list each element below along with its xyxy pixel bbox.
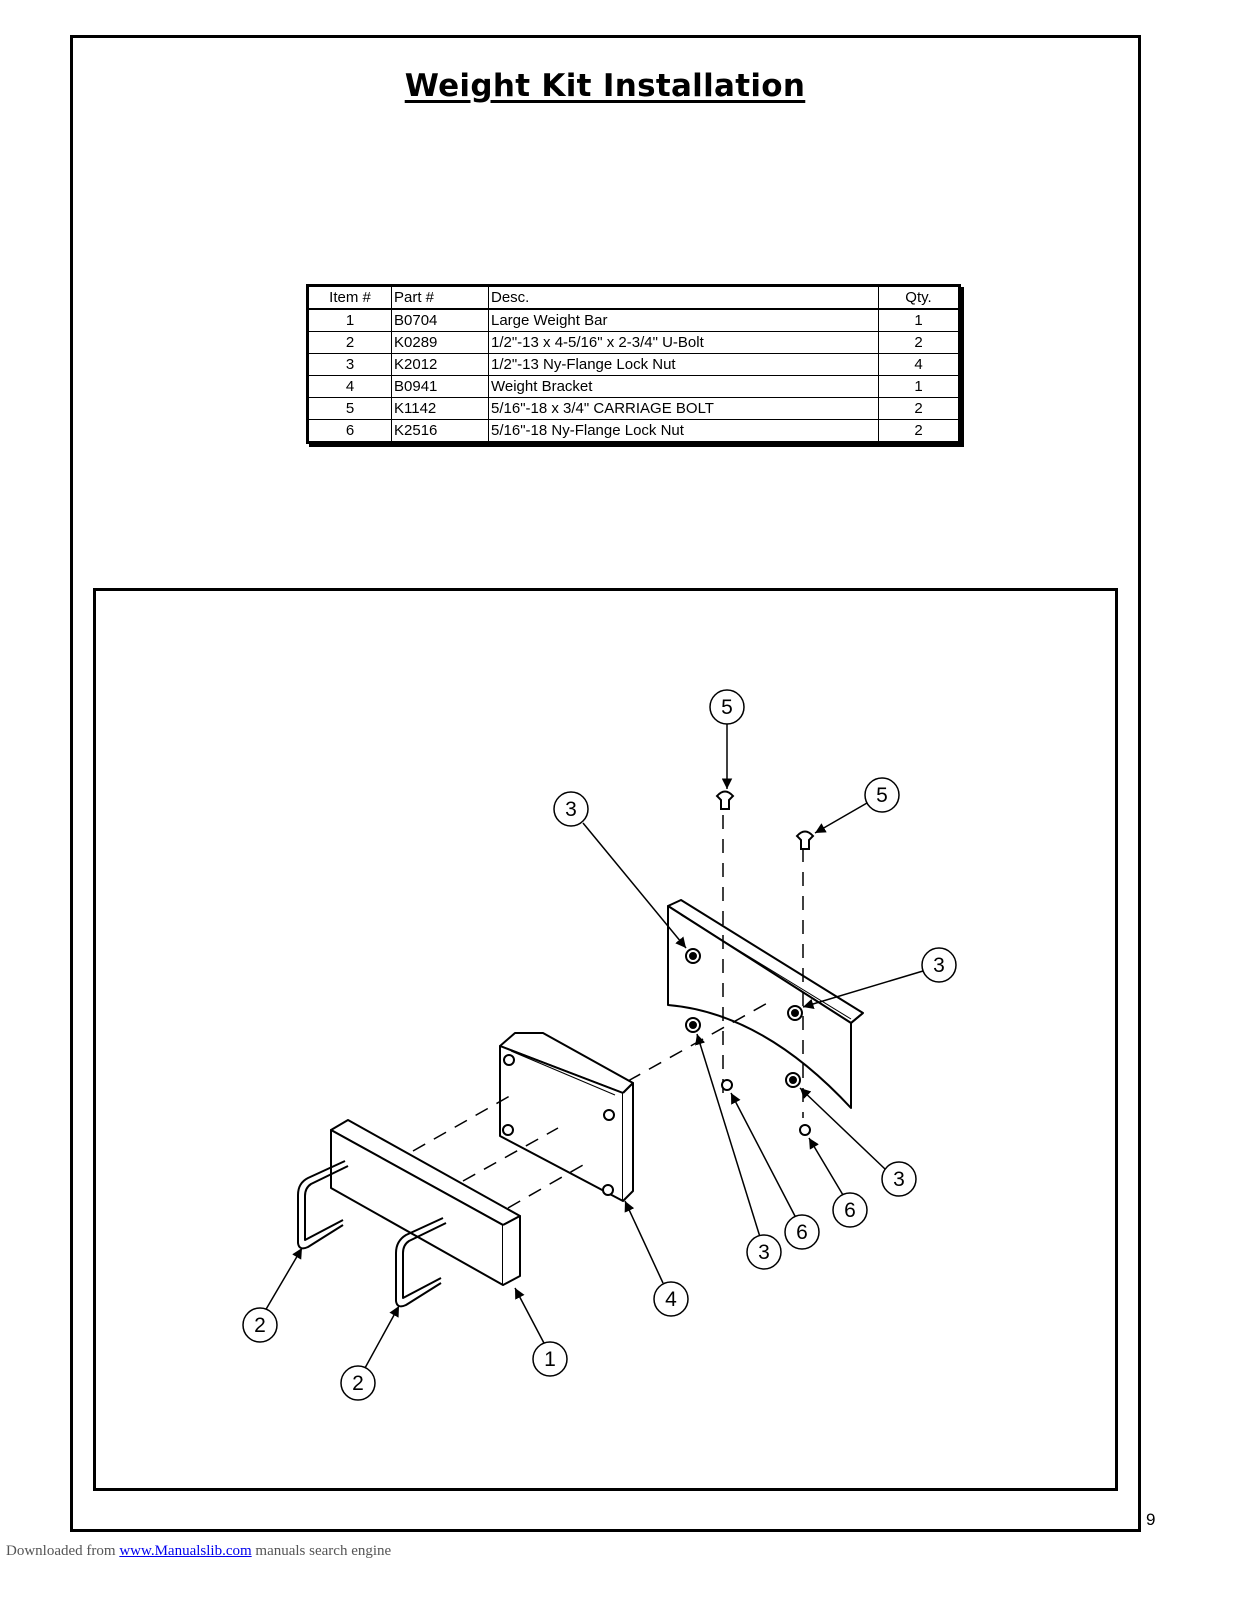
page-border (70, 35, 1141, 1532)
manualslib-link[interactable]: www.Manualslib.com (119, 1543, 252, 1559)
table-row: 4 B0941 Weight Bracket 1 (307, 375, 960, 398)
cell-desc: Large Weight Bar (488, 308, 879, 332)
cell-desc: 1/2"-13 Ny-Flange Lock Nut (488, 353, 879, 376)
callout-circle (653, 1281, 689, 1317)
cell-qty: 1 (878, 375, 960, 398)
callout-label: 4 (665, 1288, 677, 1311)
callout-circle (532, 1341, 568, 1377)
callout-label: 1 (544, 1348, 556, 1371)
callout-circle (242, 1307, 278, 1343)
cell-qty: 4 (878, 353, 960, 376)
cell-part: B0941 (391, 375, 489, 398)
cell-item: 6 (307, 419, 392, 443)
table-header-row: Item # Part # Desc. Qty. (307, 285, 960, 310)
cell-item: 4 (307, 375, 392, 398)
cell-item: 5 (307, 397, 392, 420)
callout-label: 5 (721, 696, 733, 719)
u-bolt-parts (297, 1160, 447, 1308)
callout-label: 2 (352, 1372, 364, 1395)
cell-qty: 2 (878, 419, 960, 443)
callout-circle (921, 947, 957, 983)
cell-qty: 2 (878, 397, 960, 420)
page-number: 9 (1146, 1510, 1156, 1529)
callout-label: 2 (254, 1314, 266, 1337)
cell-item: 3 (307, 353, 392, 376)
callout-circle (553, 791, 589, 827)
footer: Downloaded from www.Manualslib.com manua… (6, 1543, 391, 1560)
parts-table: Item # Part # Desc. Qty. 1 B0704 Large W… (306, 284, 961, 444)
footer-prefix: Downloaded from (6, 1543, 120, 1559)
header-qty: Qty. (878, 285, 960, 310)
cell-desc: 1/2"-13 x 4-5/16" x 2-3/4" U-Bolt (488, 331, 879, 354)
cell-qty: 1 (878, 308, 960, 332)
table-row: 6 K2516 5/16"-18 Ny-Flange Lock Nut 2 (307, 419, 960, 443)
hardware-parts (502, 790, 815, 1196)
callout-circle (864, 777, 900, 813)
callout-circle (881, 1161, 917, 1197)
callout-label: 5 (876, 784, 888, 807)
callout-label: 3 (565, 798, 577, 821)
cell-part: K0289 (391, 331, 489, 354)
callout-circle (784, 1214, 820, 1250)
cell-part: B0704 (391, 308, 489, 332)
header-desc: Desc. (488, 285, 879, 310)
table-row: 3 K2012 1/2"-13 Ny-Flange Lock Nut 4 (307, 353, 960, 376)
cell-part: K2516 (391, 419, 489, 443)
cell-part: K1142 (391, 397, 489, 420)
footer-suffix: manuals search engine (251, 1543, 392, 1559)
exploded-assembly-diagram: 5 5 3 3 3 3 6 6 4 1 2 2 (242, 689, 957, 1401)
diagram-frame: 5 5 3 3 3 3 6 6 4 1 2 2 (93, 588, 1118, 1491)
header-part: Part # (391, 285, 489, 310)
callout-balloons (242, 689, 957, 1401)
callout-label: 3 (933, 954, 945, 977)
callout-circle (709, 689, 745, 725)
callout-label: 6 (796, 1221, 808, 1244)
header-item: Item # (307, 285, 392, 310)
callout-label: 6 (844, 1199, 856, 1222)
callout-circle (832, 1192, 868, 1228)
cell-qty: 2 (878, 331, 960, 354)
cell-desc: 5/16"-18 x 3/4" CARRIAGE BOLT (488, 397, 879, 420)
cell-item: 1 (307, 308, 392, 332)
page-title: Weight Kit Installation (404, 68, 806, 104)
leader-lines (264, 721, 924, 1369)
cell-item: 2 (307, 331, 392, 354)
table-row: 1 B0704 Large Weight Bar 1 (307, 308, 960, 332)
callout-circle (340, 1365, 376, 1401)
weight-plate-part (499, 1032, 634, 1202)
table-row: 2 K0289 1/2"-13 x 4-5/16" x 2-3/4" U-Bol… (307, 331, 960, 354)
callout-label: 3 (758, 1241, 770, 1264)
callout-circle (746, 1234, 782, 1270)
weight-bar-part (330, 1119, 521, 1286)
table-row: 5 K1142 5/16"-18 x 3/4" CARRIAGE BOLT 2 (307, 397, 960, 420)
callout-label: 3 (893, 1168, 905, 1191)
cell-part: K2012 (391, 353, 489, 376)
cell-desc: Weight Bracket (488, 375, 879, 398)
cell-desc: 5/16"-18 Ny-Flange Lock Nut (488, 419, 879, 443)
